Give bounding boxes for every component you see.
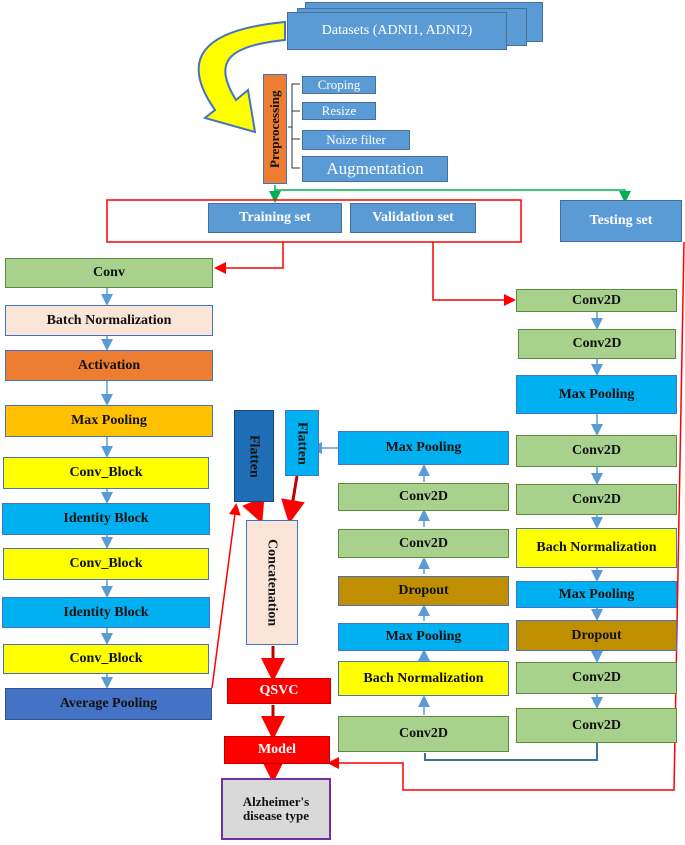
preprocessing-box: Preprocessing (263, 74, 287, 184)
resnet-activation: Activation (5, 350, 213, 381)
right-batch-normalization: Bach Normalization (516, 528, 677, 568)
right-max-pooling-1: Max Pooling (516, 375, 677, 414)
middle-conv2d-3: Conv2D (338, 483, 509, 511)
datasets-box: Datasets (ADNI1, ADNI2) (287, 12, 507, 50)
train-val-frame (106, 199, 522, 243)
middle-dropout: Dropout (338, 576, 509, 606)
resnet-average-pooling: Average Pooling (5, 688, 212, 720)
testing-set-box: Testing set (560, 200, 682, 242)
preprocessing-item-resize: Resize (302, 102, 376, 120)
middle-conv2d-2: Conv2D (338, 529, 509, 558)
middle-max-pooling-top: Max Pooling (338, 431, 509, 465)
right-max-pooling-2: Max Pooling (516, 581, 677, 608)
qsvc-box: QSVC (227, 678, 331, 704)
resnet-max-pooling: Max Pooling (5, 405, 213, 437)
preprocessing-item-noize-filter: Noize filter (302, 130, 410, 150)
right-conv2d-3: Conv2D (516, 435, 677, 467)
training-set-box: Training set (208, 203, 342, 233)
middle-batch-normalization: Bach Normalization (338, 661, 509, 696)
validation-set-box: Validation set (350, 203, 476, 233)
model-box: Model (224, 736, 330, 764)
right-conv2d-4: Conv2D (516, 484, 677, 515)
flatten-right: Flatten (285, 410, 319, 476)
resnet-identity-block-1: Identity Block (2, 503, 210, 535)
resnet-conv-block-3: Conv_Block (3, 644, 209, 674)
right-conv2d-5: Conv2D (516, 662, 677, 694)
middle-max-pooling: Max Pooling (338, 623, 509, 651)
middle-conv2d-1: Conv2D (338, 716, 509, 752)
output-box: Alzheimer's disease type (221, 778, 331, 840)
resnet-identity-block-2: Identity Block (2, 597, 210, 628)
flatten-left: Flatten (234, 410, 274, 502)
right-conv2d-2: Conv2D (518, 329, 676, 359)
resnet-conv-block-2: Conv_Block (3, 548, 209, 580)
right-conv2d-6: Conv2D (516, 708, 677, 743)
concatenation-box: Concatenation (246, 520, 298, 645)
right-dropout: Dropout (516, 620, 677, 651)
datasets-to-preprocessing-arrow (197, 20, 286, 134)
preprocessing-item-augmentation: Augmentation (302, 156, 448, 182)
preprocessing-bracket (288, 83, 300, 169)
preprocessing-item-croping: Croping (302, 76, 376, 94)
resnet-conv: Conv (5, 258, 213, 288)
resnet-conv-block-1: Conv_Block (3, 457, 209, 489)
resnet-batch-normalization: Batch Normalization (5, 305, 213, 336)
right-conv2d-1: Conv2D (516, 289, 677, 312)
